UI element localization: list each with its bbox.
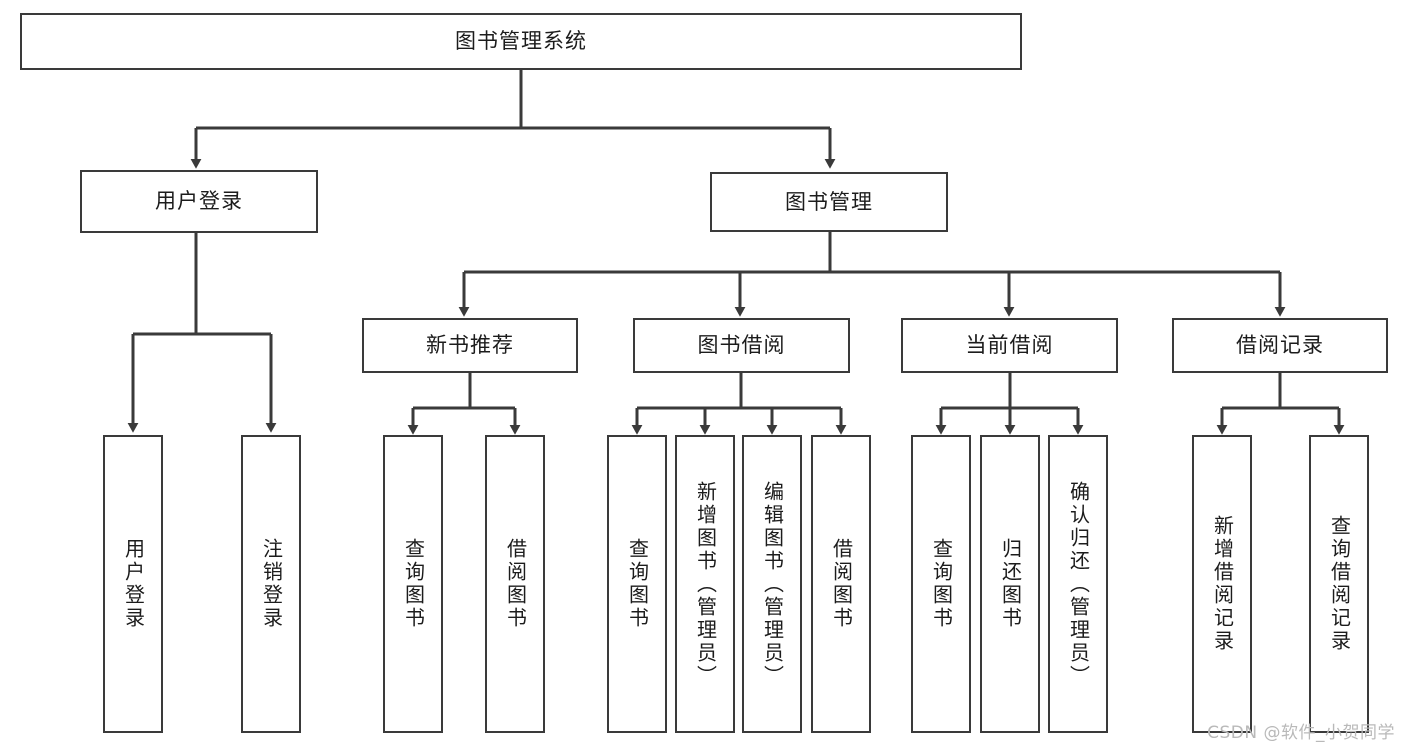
node-label: 借阅记录 bbox=[1236, 333, 1324, 358]
node-label: 编辑图书（管理员） bbox=[760, 480, 785, 688]
node-label: 查询图书 bbox=[929, 538, 954, 630]
csdn-watermark: CSDN @软件_小贺同学 bbox=[1207, 723, 1395, 743]
leaf-borrow-record-add-record[interactable]: 新增借阅记录 bbox=[1192, 435, 1252, 733]
leaf-new-book-borrow-books[interactable]: 借阅图书 bbox=[485, 435, 545, 733]
node-label: 查询图书 bbox=[401, 538, 426, 630]
leaf-borrow-record-query-record[interactable]: 查询借阅记录 bbox=[1309, 435, 1369, 733]
leaf-book-borrow-add-book-admin[interactable]: 新增图书（管理员） bbox=[675, 435, 735, 733]
node-label: 注销登录 bbox=[259, 538, 284, 630]
node-book-management[interactable]: 图书管理 bbox=[710, 172, 948, 232]
node-label: 用户登录 bbox=[121, 538, 146, 630]
leaf-book-borrow-borrow-books[interactable]: 借阅图书 bbox=[811, 435, 871, 733]
leaf-user-login-login[interactable]: 用户登录 bbox=[103, 435, 163, 733]
node-label: 查询图书 bbox=[625, 538, 650, 630]
node-label: 新增图书（管理员） bbox=[693, 480, 718, 688]
node-root-book-management-system[interactable]: 图书管理系统 bbox=[20, 13, 1022, 70]
leaf-user-login-logout[interactable]: 注销登录 bbox=[241, 435, 301, 733]
node-user-login[interactable]: 用户登录 bbox=[80, 170, 318, 233]
node-new-book-recommendation[interactable]: 新书推荐 bbox=[362, 318, 578, 373]
leaf-new-book-query-books[interactable]: 查询图书 bbox=[383, 435, 443, 733]
leaf-current-borrow-query-books[interactable]: 查询图书 bbox=[911, 435, 971, 733]
node-label: 用户登录 bbox=[155, 189, 243, 214]
node-label: 图书管理 bbox=[785, 189, 873, 214]
node-borrow-record[interactable]: 借阅记录 bbox=[1172, 318, 1388, 373]
node-label: 确认归还（管理员） bbox=[1066, 480, 1091, 688]
node-label: 当前借阅 bbox=[965, 333, 1054, 358]
node-label: 图书借阅 bbox=[697, 333, 786, 358]
leaf-book-borrow-edit-book-admin[interactable]: 编辑图书（管理员） bbox=[742, 435, 802, 733]
node-current-borrow[interactable]: 当前借阅 bbox=[901, 318, 1118, 373]
node-label: 新增借阅记录 bbox=[1210, 515, 1235, 653]
node-label: 查询借阅记录 bbox=[1327, 515, 1352, 653]
leaf-current-borrow-return-books[interactable]: 归还图书 bbox=[980, 435, 1040, 733]
node-label: 图书管理系统 bbox=[455, 29, 587, 54]
node-label: 借阅图书 bbox=[829, 538, 854, 630]
node-label: 借阅图书 bbox=[503, 538, 528, 630]
leaf-book-borrow-query-books[interactable]: 查询图书 bbox=[607, 435, 667, 733]
node-book-borrow[interactable]: 图书借阅 bbox=[633, 318, 850, 373]
node-label: 新书推荐 bbox=[426, 333, 514, 358]
node-label: 归还图书 bbox=[998, 538, 1023, 630]
leaf-current-borrow-confirm-return-admin[interactable]: 确认归还（管理员） bbox=[1048, 435, 1108, 733]
